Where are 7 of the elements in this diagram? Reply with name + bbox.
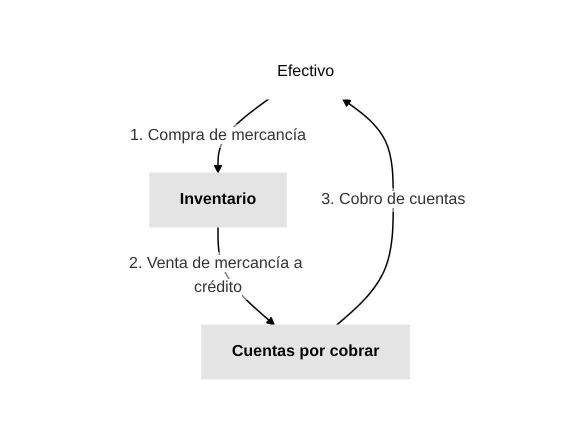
node-text: Efectivo [277,63,334,80]
edge-label: 3. Cobro de cuentas [321,191,466,208]
node-box: Inventario [149,172,287,228]
edge-label: 2. Venta de mercancía a crédito [128,255,302,296]
node-box: Cuentas por cobrar [201,324,410,380]
edge-label: 1. Compra de mercancía [130,127,306,144]
arrow [336,98,394,326]
